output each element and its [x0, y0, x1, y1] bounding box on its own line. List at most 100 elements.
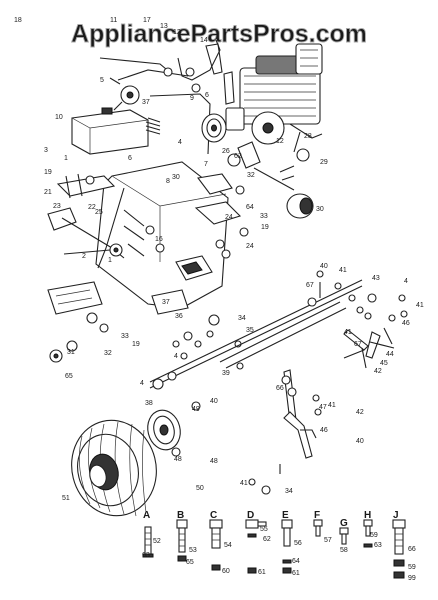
- callout-23: 16: [155, 236, 163, 243]
- chassis-frame: [47, 141, 261, 370]
- callout-44: 32: [104, 350, 112, 357]
- callout-2: 17: [143, 17, 151, 24]
- engine-pulley: [201, 113, 227, 143]
- hardware-letter-c: C: [210, 510, 217, 521]
- hardware-letter-g: G: [340, 518, 348, 529]
- callout-47: 4: [174, 353, 178, 360]
- callout-69: 41: [328, 402, 336, 409]
- callout-55: 50: [196, 485, 204, 492]
- callout-19: 25: [95, 209, 103, 216]
- callout-3: 13: [160, 23, 168, 30]
- callout-14: 21: [44, 189, 52, 196]
- callout-15: 22: [88, 204, 96, 211]
- callout-31: 29: [320, 159, 328, 166]
- hardware-letter-b: B: [177, 510, 184, 521]
- callout-21: 30: [172, 174, 180, 181]
- hardware-part-number: 63: [142, 552, 150, 559]
- callout-34: 24: [225, 214, 233, 221]
- hardware-part-number: 55: [260, 526, 268, 533]
- callout-75: 67: [354, 341, 362, 348]
- callout-20: 8: [166, 178, 170, 185]
- callout-6: 5: [100, 77, 104, 84]
- hardware-part-number: 63: [374, 542, 382, 549]
- hardware-part-number: 53: [189, 547, 197, 554]
- callout-45: 31: [67, 349, 75, 356]
- callout-27: 62: [234, 153, 242, 160]
- callout-53: 49: [192, 406, 200, 413]
- hardware-letter-j: J: [393, 510, 399, 521]
- hardware-part-number: 66: [408, 546, 416, 553]
- callout-12: 1: [64, 155, 68, 162]
- callout-58: 40: [320, 263, 328, 270]
- callout-60: 43: [372, 275, 380, 282]
- callout-38: 37: [162, 299, 170, 306]
- callout-9: 6: [205, 92, 209, 99]
- hardware-part-number: 60: [222, 568, 230, 575]
- callout-4: 12: [173, 29, 181, 36]
- callout-35: 33: [260, 213, 268, 220]
- callout-39: 36: [175, 313, 183, 320]
- callout-76: 66: [276, 385, 284, 392]
- callout-18: 1: [108, 257, 112, 264]
- idler-roller: [253, 165, 314, 219]
- callout-37: 24: [246, 243, 254, 250]
- hardware-part-number: 56: [294, 540, 302, 547]
- callout-25: 7: [204, 161, 208, 168]
- callout-1: 11: [110, 17, 117, 24]
- throttle-linkage: [99, 39, 235, 155]
- hardware-letter-a: A: [143, 510, 150, 521]
- hardware-letter-f: F: [314, 510, 320, 521]
- callout-64: 46: [402, 320, 410, 327]
- callout-43: 19: [132, 341, 140, 348]
- callout-0: 18: [14, 17, 22, 24]
- hardware-letter-d: D: [247, 510, 254, 521]
- callout-41: 35: [246, 327, 254, 334]
- callout-49: 38: [145, 400, 153, 407]
- callout-17: 2: [82, 253, 86, 260]
- callout-33: 64: [246, 204, 254, 211]
- hardware-part-number: 62: [263, 536, 271, 543]
- callout-22: 6: [128, 155, 132, 162]
- callout-11: 3: [44, 147, 48, 154]
- callout-40: 34: [238, 315, 246, 322]
- callout-52: 48: [210, 458, 218, 465]
- hardware-part-number: 57: [324, 537, 332, 544]
- fuel-tank: [71, 107, 149, 155]
- callout-30: 28: [304, 133, 312, 140]
- hardware-part-number: 58: [340, 547, 348, 554]
- callout-67: 42: [374, 368, 382, 375]
- callout-73: 41: [240, 480, 248, 487]
- callout-62: 41: [344, 329, 352, 336]
- callout-13: 19: [44, 169, 52, 176]
- hardware-part-number: 61: [292, 570, 300, 577]
- hardware-part-number: 61: [258, 569, 266, 576]
- callout-65: 45: [380, 360, 388, 367]
- callout-42: 33: [121, 333, 129, 340]
- watermark: AppliancePartsPros.com: [71, 20, 367, 48]
- hardware-row: [142, 519, 406, 579]
- callout-74: 34: [285, 488, 293, 495]
- callout-24: 4: [178, 139, 182, 146]
- callout-48: 4: [140, 380, 144, 387]
- hardware-part-number: 99: [408, 575, 416, 582]
- callout-70: 47: [319, 404, 327, 411]
- wheel-assembly: [71, 401, 201, 517]
- callout-51: 40: [210, 398, 218, 405]
- callout-8: 9: [190, 95, 194, 102]
- hardware-labels: A5263B5365C5460D556261E566461F57G58H5963…: [142, 510, 416, 582]
- callout-72: 40: [356, 438, 364, 445]
- callout-32: 30: [316, 206, 324, 213]
- callout-68: 42: [356, 409, 364, 416]
- hardware-part-number: 65: [186, 559, 194, 566]
- hardware-part-number: 64: [292, 558, 300, 565]
- hardware-part-number: 59: [408, 564, 416, 571]
- hardware-part-number: 52: [153, 538, 161, 545]
- callout-57: 67: [306, 282, 314, 289]
- hardware-letter-e: E: [282, 510, 289, 521]
- hardware-letter-h: H: [364, 510, 371, 521]
- callout-16: 23: [53, 203, 61, 210]
- callout-59: 41: [339, 267, 347, 274]
- callout-5: 14: [200, 37, 208, 44]
